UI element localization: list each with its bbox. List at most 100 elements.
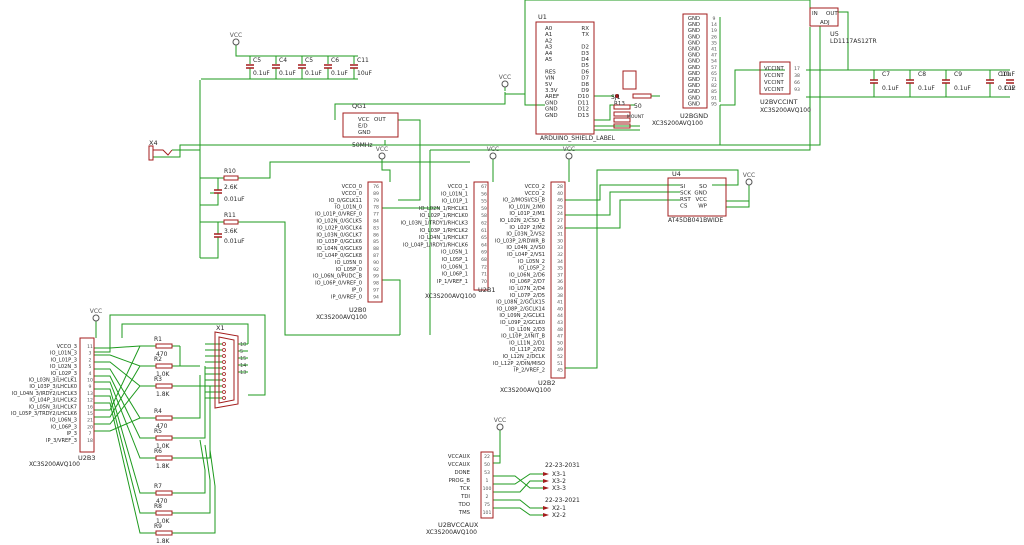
wire-cap-rail-top bbox=[235, 49, 358, 57]
cap-right-value: 0.1uF bbox=[918, 85, 935, 92]
pin-number: 50 bbox=[557, 340, 563, 346]
pin-number: 48 bbox=[557, 327, 563, 333]
u1-pin-left: 5V bbox=[545, 82, 552, 88]
pin-number: 88 bbox=[373, 246, 379, 252]
pin-number: 95 bbox=[711, 101, 717, 107]
pin-number: 99 bbox=[373, 274, 379, 280]
u1-pin-right: D6 bbox=[581, 69, 589, 75]
u4-pin-left: SI bbox=[680, 184, 685, 190]
pin-number: 9 bbox=[713, 16, 716, 22]
pin-label: IO_L08P_2/GCLK14 bbox=[497, 306, 545, 312]
resistor-ladder-value: 470 bbox=[156, 498, 168, 505]
pin-number: 64 bbox=[481, 242, 487, 248]
u2bvccint-name: U2BVCCINT bbox=[760, 98, 797, 106]
pin-number: 49 bbox=[557, 347, 563, 353]
c12-ref: C12 bbox=[1004, 85, 1016, 92]
resistor-ladder-1 bbox=[155, 343, 173, 349]
connector-x4-pin bbox=[153, 149, 173, 156]
cap-value: 10uF bbox=[357, 70, 372, 77]
u2b1-part: XC3S200AVQ100 bbox=[425, 293, 476, 300]
pin-label: VCCAUX bbox=[448, 454, 471, 460]
qg1-name: 50MHz bbox=[352, 142, 372, 149]
wire-jtag bbox=[493, 473, 543, 485]
cap-ref: C11 bbox=[357, 57, 369, 64]
u2b3-name: U2B3 bbox=[78, 454, 96, 462]
pin-number: 59 bbox=[481, 206, 487, 212]
u1-pin-right: D9 bbox=[581, 88, 589, 94]
wire bbox=[430, 27, 811, 151]
sj1-pad bbox=[615, 94, 619, 98]
pin-number: 33 bbox=[557, 245, 563, 251]
resistor-ladder-value: 1.0K bbox=[156, 518, 171, 525]
pin-label: IO_L02P_3 bbox=[51, 371, 77, 377]
vcc-label: VCC bbox=[376, 146, 388, 153]
pin-label: GND bbox=[688, 53, 700, 59]
pin-label: IO_L08N_2/GCLK15 bbox=[496, 300, 545, 306]
wire-spi-cs bbox=[565, 199, 680, 229]
vcc-label: VCC bbox=[563, 146, 575, 153]
pin-label: IO_L04P_0/GCLK8 bbox=[317, 253, 362, 259]
pin-label: GND bbox=[688, 34, 700, 40]
jumper-x3-label: X3-3 bbox=[552, 485, 566, 492]
pin-number: 25 bbox=[557, 204, 563, 210]
wire bbox=[180, 439, 206, 494]
pin-label: GND bbox=[688, 71, 700, 77]
u5-out-label: OUT bbox=[826, 11, 838, 17]
pin-label: IO_L06N_2/D6 bbox=[509, 272, 545, 278]
pin-label: VCCINT bbox=[764, 73, 785, 79]
pin-label: IO_L06N_3 bbox=[50, 418, 77, 424]
pin-number: 41 bbox=[711, 47, 717, 53]
fpga-bank-gnd bbox=[682, 13, 708, 109]
wire-jtag bbox=[493, 480, 543, 493]
pin-label: TDI bbox=[460, 494, 470, 500]
pin-number: 98 bbox=[373, 281, 379, 287]
pin-label: IO_L03N_3/LHCLK1 bbox=[29, 378, 77, 384]
pin-header-0 bbox=[613, 104, 631, 110]
vcc-bank2 bbox=[565, 152, 573, 160]
cap-ref: C5 bbox=[305, 57, 313, 64]
r13-value: 50 bbox=[634, 103, 642, 110]
wire bbox=[493, 434, 501, 457]
wire-layer bbox=[94, 0, 1010, 534]
wire-spi-so bbox=[565, 169, 739, 369]
c-r11-value: 0.01uF bbox=[224, 238, 245, 245]
u1-pin-right: D11 bbox=[578, 100, 589, 106]
resistor-ladder-ref: R9 bbox=[154, 523, 162, 530]
u1-pin-left: A5 bbox=[545, 57, 553, 63]
pin-label: IO_L10P_2/INIT_B bbox=[501, 334, 545, 340]
pin-number: 47 bbox=[711, 53, 717, 59]
pin-label: GND bbox=[688, 65, 700, 71]
pin-number: 57 bbox=[711, 65, 717, 71]
pin-label: IO_L02N_3 bbox=[50, 364, 77, 370]
pin-number: 89 bbox=[373, 191, 379, 197]
wire bbox=[726, 201, 750, 208]
wire-x4-gnd bbox=[153, 140, 386, 158]
u1-pin-right: D5 bbox=[581, 63, 589, 69]
pin-number: 39 bbox=[557, 286, 563, 292]
pin-number: 19 bbox=[711, 28, 717, 34]
pin-label: IO_L02P_0/GCLK4 bbox=[317, 225, 362, 231]
u1-pin-right: D8 bbox=[581, 82, 589, 88]
pin-number: 41 bbox=[557, 300, 563, 306]
pin-number: 7 bbox=[89, 431, 92, 437]
pin-number: 35 bbox=[711, 40, 717, 46]
pin-number: 79 bbox=[373, 198, 379, 204]
wire-u5-in bbox=[525, 0, 811, 12]
pin-label: VCCAUX bbox=[448, 462, 471, 468]
u1-pin-left: A3 bbox=[545, 45, 553, 51]
pin-number: 44 bbox=[557, 313, 563, 319]
resistor-ladder-8 bbox=[155, 510, 173, 516]
wire-r10-out bbox=[238, 161, 470, 179]
pin-number: 87 bbox=[373, 253, 379, 259]
wire bbox=[200, 237, 219, 259]
u1-pin-right: D7 bbox=[581, 76, 589, 82]
mount-text: MOUNT bbox=[627, 114, 644, 120]
pin-label: VCCO_1 bbox=[448, 184, 468, 190]
pin-label: IO_L01N_2/M0 bbox=[509, 204, 545, 210]
pin-label: IO_L11P_2/D2 bbox=[510, 347, 545, 353]
pin-label: IO_L04N_0/GCLK9 bbox=[316, 246, 362, 252]
u4-part: AT45DB041BWIDE bbox=[668, 217, 723, 224]
pin-number: 46 bbox=[557, 198, 563, 204]
vcc-qg bbox=[501, 80, 509, 88]
